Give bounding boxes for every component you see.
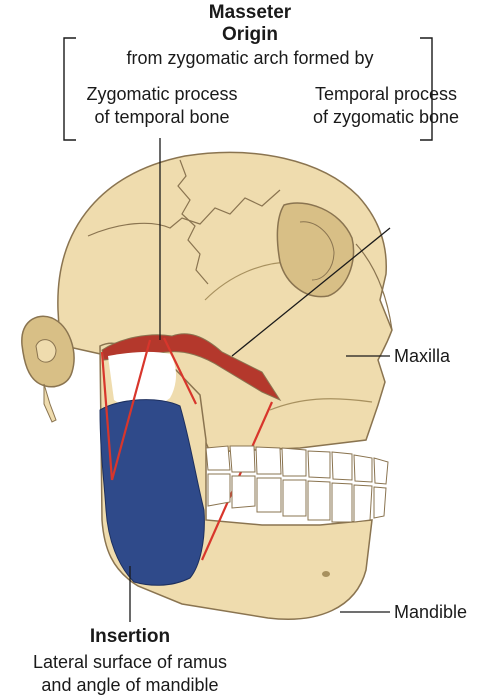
insertion-heading: Insertion [89,626,171,647]
masseter-title: Masseter [208,2,292,23]
maxilla-shadow [269,398,373,411]
styloid-process [43,383,57,423]
mental-foramen [322,571,330,577]
lower-teeth [207,473,387,523]
insertion-description-line2: and angle of mandible [41,675,219,695]
squamosal-suture [87,189,281,237]
masseter-line-middle [110,339,152,481]
masseter-line-center [163,337,197,405]
insertion-description-line1: Lateral surface of ramus [32,652,228,672]
upper-teeth [205,445,389,485]
temporal-process-label-line1: Temporal process [314,84,458,104]
maxilla-label: Maxilla [394,346,451,366]
zygomatic-process-label-line1: Zygomatic process [86,84,238,104]
orbit-inner [299,221,335,281]
masseter-line-posterior [100,351,114,481]
temporal-process-label-line2: of zygomatic bone [312,107,460,127]
mandible-label: Mandible [394,602,468,622]
origin-heading: Origin [222,24,278,45]
temporal-process-leader [231,227,391,357]
insertion-area [99,399,205,586]
origin-description: from zygomatic arch formed by [126,48,374,68]
nasal-bone [355,243,393,331]
infratemporal-opening [108,351,176,409]
zygomatic-process-label-line2: of temporal bone [94,107,230,127]
external-acoustic-meatus [35,339,57,363]
origin-bracket [63,37,433,141]
